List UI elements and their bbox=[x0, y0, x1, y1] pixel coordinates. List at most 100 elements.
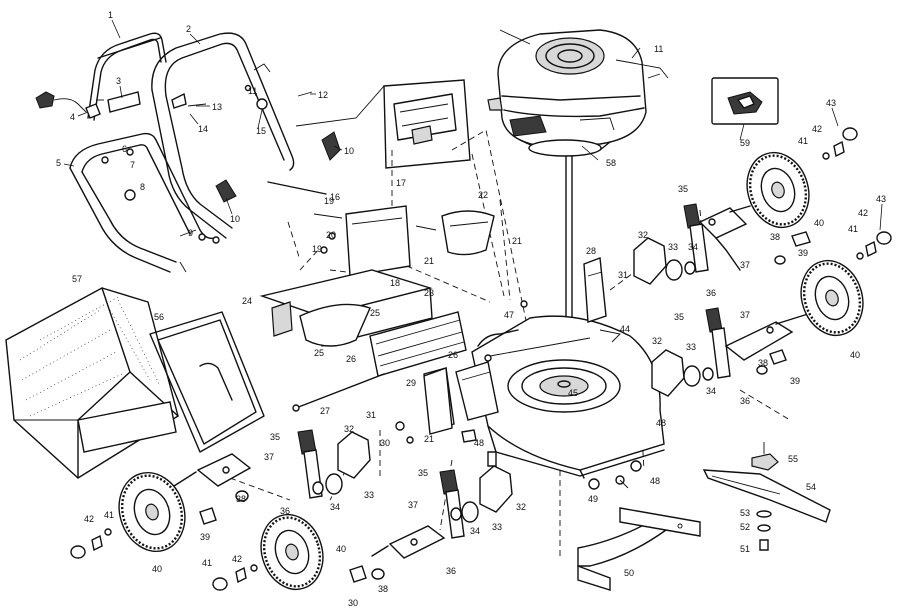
callout-48c: 48 bbox=[474, 438, 484, 448]
callout-41c: 41 bbox=[104, 510, 114, 520]
callout-11b: 11 bbox=[654, 44, 663, 54]
wheel-hardware-parts bbox=[70, 127, 892, 591]
callout-45: 45 bbox=[568, 388, 578, 398]
callout-4: 4 bbox=[70, 112, 75, 122]
callout-27: 27 bbox=[320, 406, 330, 416]
callout-48a: 48 bbox=[656, 418, 666, 428]
primer-bulb-part-59 bbox=[711, 77, 779, 125]
height-adjuster-lower-middle bbox=[349, 465, 513, 583]
callout-38c: 38 bbox=[236, 494, 246, 504]
callout-25b: 25 bbox=[370, 308, 380, 318]
callout-59: 59 bbox=[740, 138, 750, 148]
callout-40b: 40 bbox=[850, 350, 860, 360]
callout-3: 3 bbox=[116, 76, 121, 86]
callout-1: 1 bbox=[108, 10, 113, 20]
callout-21a: 21 bbox=[424, 256, 434, 266]
callout-38a: 38 bbox=[770, 232, 780, 242]
callout-49: 49 bbox=[588, 494, 598, 504]
upper-handle-part-1 bbox=[87, 32, 167, 121]
height-adjuster-lower-left bbox=[173, 429, 371, 525]
callout-20: 20 bbox=[326, 230, 336, 240]
callout-33b: 33 bbox=[686, 342, 696, 352]
callout-35b: 35 bbox=[674, 312, 684, 322]
switch-control-part-4 bbox=[35, 91, 101, 119]
callout-26a: 26 bbox=[346, 354, 356, 364]
callout-57: 57 bbox=[72, 274, 82, 284]
callout-21b: 21 bbox=[512, 236, 522, 246]
callout-43a: 43 bbox=[826, 98, 836, 108]
callout-37d: 37 bbox=[408, 500, 418, 510]
wheel-upper-right bbox=[746, 151, 810, 229]
callout-32c: 32 bbox=[344, 424, 354, 434]
callout-56: 56 bbox=[154, 312, 164, 322]
callout-7: 7 bbox=[130, 160, 135, 170]
callout-26b: 26 bbox=[448, 350, 458, 360]
callout-14: 14 bbox=[198, 124, 208, 134]
callout-39b: 39 bbox=[790, 376, 800, 386]
callout-31b: 31 bbox=[618, 270, 628, 280]
callout-39c: 39 bbox=[200, 532, 210, 542]
handle-bracket-part-10 bbox=[215, 131, 341, 203]
callout-9: 9 bbox=[188, 228, 193, 238]
callout-13: 13 bbox=[212, 102, 222, 112]
callout-40c: 40 bbox=[152, 564, 162, 574]
decal-part-3 bbox=[107, 91, 141, 113]
callout-35a: 35 bbox=[678, 184, 688, 194]
callout-42a: 42 bbox=[812, 124, 822, 134]
callout-32b: 32 bbox=[652, 336, 662, 346]
callout-52: 52 bbox=[740, 522, 750, 532]
rear-baffle-assembly bbox=[259, 205, 495, 377]
callout-5: 5 bbox=[56, 158, 61, 168]
callout-41b: 41 bbox=[848, 224, 858, 234]
callout-43b: 43 bbox=[876, 194, 886, 204]
callout-40d: 40 bbox=[336, 544, 346, 554]
callout-38d: 38 bbox=[378, 584, 388, 594]
callout-25a: 25 bbox=[314, 348, 324, 358]
control-rod-part-16 bbox=[267, 181, 327, 195]
callout-29: 29 bbox=[406, 378, 416, 388]
engine-shroud-part-17 bbox=[295, 79, 471, 169]
callout-30b: 30 bbox=[348, 598, 358, 608]
callout-39a: 39 bbox=[798, 248, 808, 258]
callout-51: 51 bbox=[740, 544, 750, 554]
callout-53: 53 bbox=[740, 508, 750, 518]
bag-frame-part-56 bbox=[149, 311, 265, 453]
callout-11a: 11 bbox=[248, 86, 257, 96]
callout-6: 6 bbox=[122, 144, 127, 154]
callout-35d: 35 bbox=[418, 468, 428, 478]
callout-32a: 32 bbox=[638, 230, 648, 240]
callout-32d: 32 bbox=[516, 502, 526, 512]
callout-24: 24 bbox=[242, 296, 252, 306]
callout-16: 16 bbox=[330, 192, 340, 202]
callout-50: 50 bbox=[624, 568, 634, 578]
deck-plate-part-44 bbox=[599, 329, 621, 343]
leader-lines bbox=[63, 19, 883, 231]
grass-catcher-bag-part-57 bbox=[5, 287, 179, 479]
callout-17: 17 bbox=[396, 178, 406, 188]
wheel-lower-middle bbox=[260, 513, 324, 591]
callout-12: 12 bbox=[318, 90, 328, 100]
deck-hardware-parts bbox=[588, 460, 642, 490]
callout-37b: 37 bbox=[740, 310, 750, 320]
callout-37c: 37 bbox=[264, 452, 274, 462]
callout-18: 18 bbox=[390, 278, 400, 288]
callout-36c: 36 bbox=[280, 506, 290, 516]
height-adjuster-middle-right bbox=[651, 307, 809, 397]
callout-23: 23 bbox=[424, 288, 434, 298]
handle-hardware-parts bbox=[124, 63, 313, 273]
callout-10a: 10 bbox=[344, 146, 354, 156]
callout-19b: 19 bbox=[312, 244, 322, 254]
callout-28: 28 bbox=[586, 246, 596, 256]
wheel-lower-left bbox=[118, 471, 186, 553]
callout-31a: 31 bbox=[366, 410, 376, 420]
callout-41d: 41 bbox=[202, 558, 212, 568]
blade-bolt-parts-51-53 bbox=[756, 510, 772, 551]
callout-19a: 19 bbox=[324, 196, 334, 206]
callout-34c: 34 bbox=[330, 502, 340, 512]
callout-34a: 34 bbox=[688, 242, 698, 252]
callout-58: 58 bbox=[606, 158, 616, 168]
callout-22: 22 bbox=[478, 190, 488, 200]
callout-42c: 42 bbox=[84, 514, 94, 524]
engine-part-58 bbox=[487, 29, 669, 373]
